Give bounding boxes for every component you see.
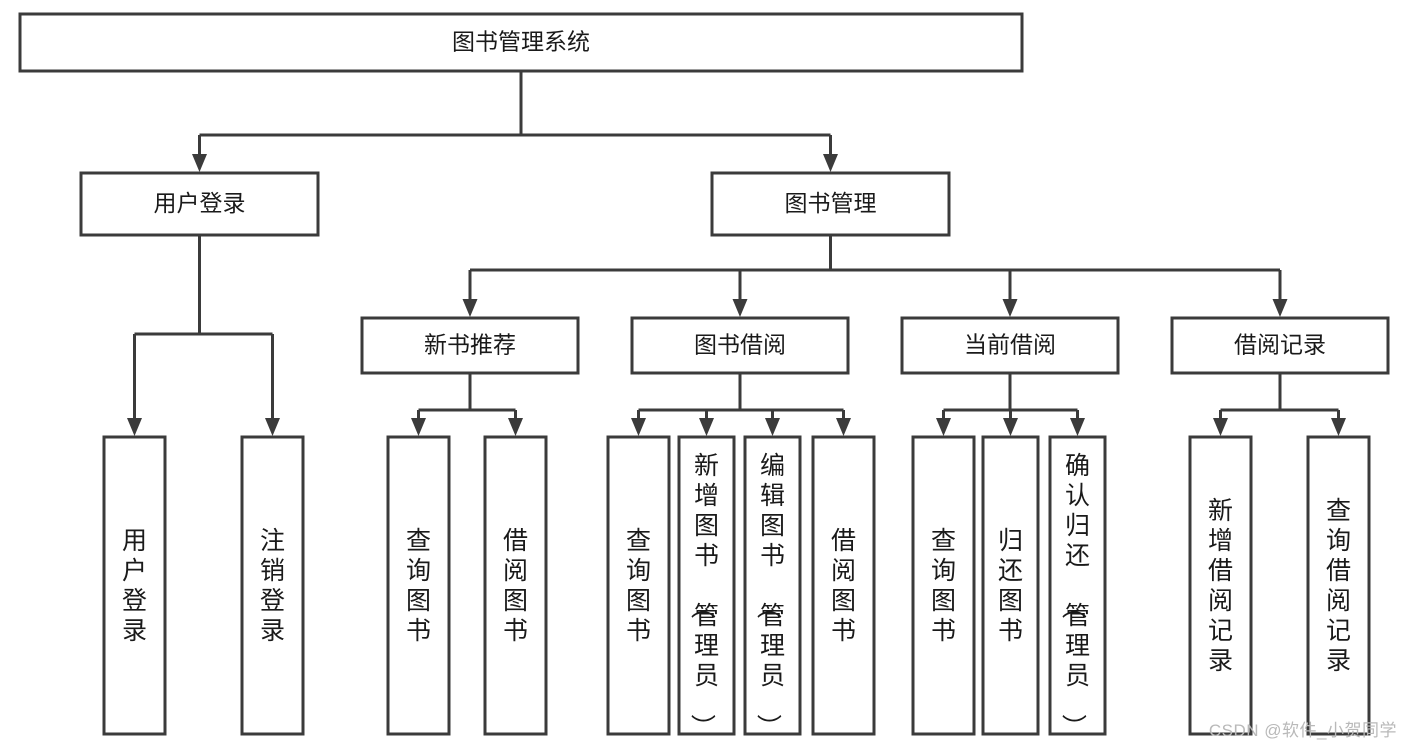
node-box-book-manage bbox=[710, 171, 951, 237]
node-label-leaf-borrow-book-2: 借阅图书 bbox=[831, 527, 856, 645]
node-box-leaf-user-login bbox=[102, 435, 167, 736]
node-box-user-login bbox=[79, 171, 320, 237]
node-leaf-return-book[interactable]: 归还图书 bbox=[981, 435, 1040, 736]
node-box-book-borrow bbox=[630, 316, 850, 375]
node-label-leaf-query-record: 查询借阅记录 bbox=[1326, 497, 1351, 675]
node-box-root bbox=[18, 12, 1024, 73]
node-label-book-manage: 图书管理 bbox=[785, 190, 877, 216]
node-label-leaf-query-book-1: 查询图书 bbox=[406, 527, 431, 645]
node-box-leaf-query-book-3 bbox=[911, 435, 976, 736]
node-box-leaf-confirm-return bbox=[1048, 435, 1107, 736]
node-label-leaf-borrow-book-1: 借阅图书 bbox=[503, 527, 528, 645]
node-label-leaf-return-book: 归还图书 bbox=[998, 527, 1023, 645]
node-leaf-borrow-book-1[interactable]: 借阅图书 bbox=[483, 435, 548, 736]
node-leaf-borrow-book-2[interactable]: 借阅图书 bbox=[811, 435, 876, 736]
node-book-borrow[interactable]: 图书借阅 bbox=[630, 316, 850, 375]
node-box-leaf-borrow-book-2 bbox=[811, 435, 876, 736]
node-label-current-borrow: 当前借阅 bbox=[964, 332, 1056, 358]
node-book-manage[interactable]: 图书管理 bbox=[710, 171, 951, 237]
node-leaf-query-book-1[interactable]: 查询图书 bbox=[386, 435, 451, 736]
node-label-root: 图书管理系统 bbox=[452, 29, 590, 55]
node-leaf-query-book-3[interactable]: 查询图书 bbox=[911, 435, 976, 736]
node-label-book-borrow: 图书借阅 bbox=[694, 332, 786, 358]
node-user-login[interactable]: 用户登录 bbox=[79, 171, 320, 237]
node-layer: 图书管理系统用户登录图书管理新书推荐图书借阅当前借阅借阅记录用户登录注销登录查询… bbox=[18, 12, 1390, 739]
node-leaf-add-book[interactable]: 新增图书（管理员） bbox=[677, 435, 736, 739]
node-label-leaf-add-book: 新增图书（管理员） bbox=[688, 452, 719, 739]
node-root[interactable]: 图书管理系统 bbox=[18, 12, 1024, 73]
node-box-leaf-query-book-2 bbox=[606, 435, 671, 736]
node-box-leaf-logout bbox=[240, 435, 305, 736]
node-label-leaf-query-book-3: 查询图书 bbox=[931, 527, 956, 645]
node-box-leaf-edit-book bbox=[743, 435, 802, 736]
node-label-leaf-confirm-return: 确认归还（管理员） bbox=[1059, 452, 1090, 739]
node-box-leaf-query-book-1 bbox=[386, 435, 451, 736]
node-leaf-user-login[interactable]: 用户登录 bbox=[102, 435, 167, 736]
node-label-leaf-query-book-2: 查询图书 bbox=[626, 527, 651, 645]
node-label-borrow-record: 借阅记录 bbox=[1234, 332, 1326, 358]
node-leaf-add-record[interactable]: 新增借阅记录 bbox=[1188, 435, 1253, 736]
node-box-new-book-rec bbox=[360, 316, 580, 375]
node-box-leaf-query-record bbox=[1306, 435, 1371, 736]
node-new-book-rec[interactable]: 新书推荐 bbox=[360, 316, 580, 375]
node-box-leaf-return-book bbox=[981, 435, 1040, 736]
node-label-leaf-logout: 注销登录 bbox=[260, 527, 285, 645]
node-borrow-record[interactable]: 借阅记录 bbox=[1170, 316, 1390, 375]
node-label-user-login: 用户登录 bbox=[154, 190, 246, 216]
node-label-new-book-rec: 新书推荐 bbox=[424, 332, 516, 358]
node-box-borrow-record bbox=[1170, 316, 1390, 375]
node-box-leaf-borrow-book-1 bbox=[483, 435, 548, 736]
node-box-leaf-add-record bbox=[1188, 435, 1253, 736]
node-box-current-borrow bbox=[900, 316, 1120, 375]
node-leaf-edit-book[interactable]: 编辑图书（管理员） bbox=[743, 435, 802, 739]
node-leaf-confirm-return[interactable]: 确认归还（管理员） bbox=[1048, 435, 1107, 739]
connector-layer bbox=[127, 71, 1346, 436]
node-label-leaf-user-login: 用户登录 bbox=[122, 527, 147, 645]
node-label-leaf-add-record: 新增借阅记录 bbox=[1208, 497, 1233, 675]
node-current-borrow[interactable]: 当前借阅 bbox=[900, 316, 1120, 375]
node-box-leaf-add-book bbox=[677, 435, 736, 736]
node-leaf-logout[interactable]: 注销登录 bbox=[240, 435, 305, 736]
node-leaf-query-record[interactable]: 查询借阅记录 bbox=[1306, 435, 1371, 736]
node-label-leaf-edit-book: 编辑图书（管理员） bbox=[754, 452, 785, 739]
node-leaf-query-book-2[interactable]: 查询图书 bbox=[606, 435, 671, 736]
